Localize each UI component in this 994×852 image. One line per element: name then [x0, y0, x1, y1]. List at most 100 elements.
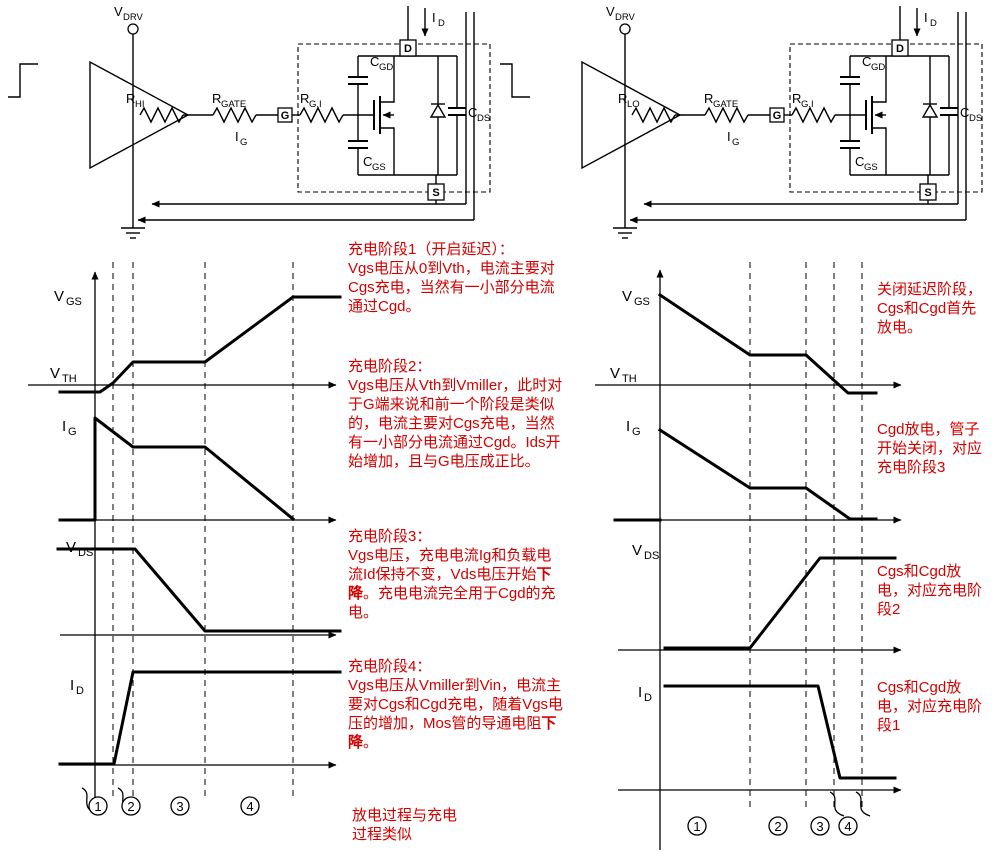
- cgd-sub: GD: [871, 62, 885, 73]
- rgi-label: R: [792, 91, 801, 106]
- resistor-rgi: R G,I: [292, 91, 374, 124]
- id-sub: D: [76, 685, 84, 697]
- resistor-rgate: R GATE I G: [212, 91, 278, 148]
- resistor-rlo: R LO: [618, 91, 705, 124]
- vgs-trace: [58, 295, 342, 394]
- rgi-sub: G,I: [801, 99, 814, 110]
- annotation-body: Cgd放电，管子开始关闭，对应充电阶段3: [877, 421, 983, 476]
- id-label: I: [924, 10, 928, 25]
- vdrv-supply: V DRV: [114, 4, 144, 228]
- id-sub: D: [930, 18, 937, 29]
- annotation-charge-phase-1: 充电阶段1（开启延迟）： Vgs电压从0到Vth，电流主要对Cgs充电，当然有一…: [348, 240, 566, 316]
- driver-amp-triangle: [581, 60, 682, 170]
- body-diode: [921, 56, 939, 175]
- vdrv-terminal-icon: [619, 23, 631, 35]
- svg-text:D: D: [896, 43, 904, 55]
- vth-sub: TH: [62, 373, 77, 385]
- cds-sub: DS: [969, 113, 982, 124]
- interval-brace-icon: [829, 791, 845, 817]
- ig-sub: G: [68, 426, 77, 438]
- vgs-label: V: [622, 288, 632, 305]
- cap-cds: C DS: [448, 56, 490, 175]
- waveform-panel-turn-on: V GS V TH I G V DS I D 1 2 3 4: [28, 262, 342, 816]
- phase-2-number: 2: [127, 799, 134, 814]
- ig-trace: [58, 416, 296, 522]
- vgs-trace: [657, 292, 878, 395]
- rlo-label: R: [618, 91, 627, 106]
- source-terminal: S: [919, 175, 937, 204]
- annotation-title: 充电阶段1（开启延迟）：: [348, 241, 514, 258]
- driver-amp-triangle: [89, 60, 190, 170]
- vds-trace: [663, 556, 897, 650]
- body-diode: [429, 56, 447, 175]
- annotation-body: Vgs电压从Vmiller到Vin，电流主要对Cgs和Cgd充电，随着Vgs电压…: [348, 677, 564, 751]
- phase-2-number: 2: [774, 819, 781, 834]
- id-label: I: [70, 677, 74, 694]
- cgs-sub: GS: [372, 162, 386, 173]
- ground-icon: [613, 227, 637, 239]
- cap-cgs: C GS: [840, 115, 878, 175]
- annotation-title: 充电阶段3：: [348, 528, 432, 545]
- return-loop: [137, 12, 475, 224]
- resistor-rgi: R G,I: [784, 91, 866, 124]
- cgd-label: C: [862, 54, 871, 69]
- ground-icon: [121, 227, 145, 239]
- ig-current-label: I: [727, 129, 731, 144]
- annotation-body: 放电过程与充电过程类似: [352, 807, 458, 843]
- id-sub: D: [438, 18, 445, 29]
- ig-sub: G: [632, 426, 641, 438]
- annotation-cgd-discharge: Cgd放电，管子开始关闭，对应充电阶段3: [877, 420, 989, 477]
- phase-3-number: 3: [816, 819, 823, 834]
- annotation-body: Cgs和Cgd放电，对应充电阶段1: [877, 679, 983, 734]
- vds-sub: DS: [644, 550, 659, 562]
- vgs-sub: GS: [66, 296, 82, 308]
- drain-terminal: D: [891, 6, 909, 57]
- vdrv-label: V: [114, 4, 123, 19]
- vth-label: V: [610, 365, 620, 382]
- input-falling-edge-icon: [500, 63, 530, 98]
- vgs-label: V: [54, 288, 64, 305]
- vgs-sub: GS: [634, 296, 650, 308]
- annotation-cgs-cgd-discharge-2: Cgs和Cgd放电，对应充电阶段2: [877, 562, 989, 619]
- id-label: I: [638, 684, 642, 701]
- cap-cds: C DS: [940, 56, 982, 175]
- cds-label: C: [960, 105, 969, 120]
- ig-label: I: [626, 418, 630, 435]
- drain-terminal: D: [399, 6, 417, 57]
- waveform-panel-turn-off: V GS V TH I G V DS I D 1 2 3 4: [595, 262, 902, 850]
- rgate-label: R: [704, 91, 713, 106]
- ig-label: I: [62, 418, 66, 435]
- phase-markers: 1 2 3 4: [88, 796, 260, 816]
- annotation-body: Cgs和Cgd放电，对应充电阶段2: [877, 563, 983, 618]
- id-trace: [663, 684, 897, 780]
- vdrv-supply: V DRV: [606, 4, 636, 228]
- mosfet-dashed-boundary: [297, 43, 491, 193]
- rgi-sub: G,I: [309, 99, 322, 110]
- cgs-label: C: [363, 154, 372, 169]
- svg-text:D: D: [404, 43, 412, 55]
- ig-current-sub: G: [732, 137, 739, 148]
- annotation-charge-phase-4: 充电阶段4： Vgs电压从Vmiller到Vin，电流主要对Cgs和Cgd充电，…: [348, 657, 566, 752]
- annotation-charge-phase-2: 充电阶段2： Vgs电压从Vth到Vmiller，此时对于G端来说和前一个阶段是…: [348, 357, 566, 471]
- phase-1-number: 1: [94, 799, 101, 814]
- vds-label: V: [632, 542, 642, 559]
- vds-sub: DS: [78, 547, 93, 559]
- vdrv-sub: DRV: [615, 12, 636, 23]
- vdrv-sub: DRV: [123, 12, 144, 23]
- phase-4-number: 4: [246, 799, 253, 814]
- annotation-discharge-note: 放电过程与充电过程类似: [352, 806, 470, 844]
- gate-terminal: G: [277, 107, 293, 123]
- resistor-rhi: R HI: [126, 91, 213, 124]
- rgi-label: R: [300, 91, 309, 106]
- id-sub: D: [644, 692, 652, 704]
- svg-text:S: S: [924, 187, 931, 199]
- resistor-rgate: R GATE I G: [704, 91, 770, 148]
- id-current-arrow: I D: [913, 8, 937, 37]
- cds-sub: DS: [477, 113, 490, 124]
- vdrv-label: V: [606, 4, 615, 19]
- svg-text:S: S: [432, 187, 439, 199]
- cgd-sub: GD: [379, 62, 393, 73]
- vdrv-terminal-icon: [127, 23, 139, 35]
